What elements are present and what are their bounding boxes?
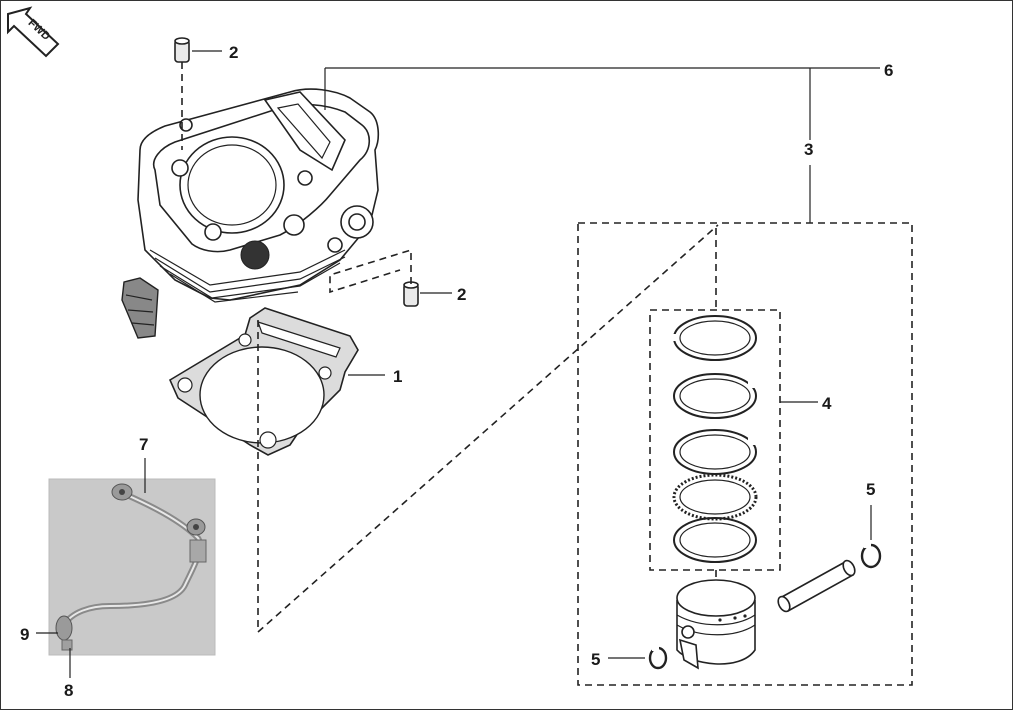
forward-arrow-icon: FWD <box>7 6 60 58</box>
callout-5-left: 5 <box>591 650 600 669</box>
oil-pipe-photo <box>48 478 216 656</box>
oil-fitting <box>121 277 159 339</box>
piston-ring-second <box>673 373 758 419</box>
piston-assembly-box <box>577 222 913 686</box>
callout-9: 9 <box>20 625 29 644</box>
piston-ring-bottom <box>673 517 757 563</box>
callout-7: 7 <box>139 435 148 454</box>
piston <box>676 579 756 670</box>
cylinder-bore <box>179 136 285 234</box>
circlip-left <box>648 645 668 670</box>
dowel-right-guide <box>329 248 412 294</box>
dowel-pin-right <box>403 281 419 307</box>
callout-2-right: 2 <box>457 285 466 304</box>
callout-2-top: 2 <box>229 43 238 62</box>
cylinder-base-gasket <box>168 307 359 456</box>
circlip-right <box>860 542 882 569</box>
callout-1: 1 <box>393 367 402 386</box>
callout-8: 8 <box>64 681 73 700</box>
piston-ring-expander <box>672 473 758 521</box>
callout-3: 3 <box>804 140 813 159</box>
callout-4: 4 <box>822 394 832 413</box>
piston-pin <box>777 559 856 613</box>
piston-rings-box <box>649 309 781 571</box>
piston-ring-top <box>668 315 757 361</box>
callout-6: 6 <box>884 61 893 80</box>
cylinder-block <box>137 88 380 303</box>
piston-ring-oil-rail <box>673 429 758 475</box>
assembly-guide-left <box>257 224 719 634</box>
callout-5-right: 5 <box>866 480 875 499</box>
dowel-pin-top <box>174 37 190 63</box>
